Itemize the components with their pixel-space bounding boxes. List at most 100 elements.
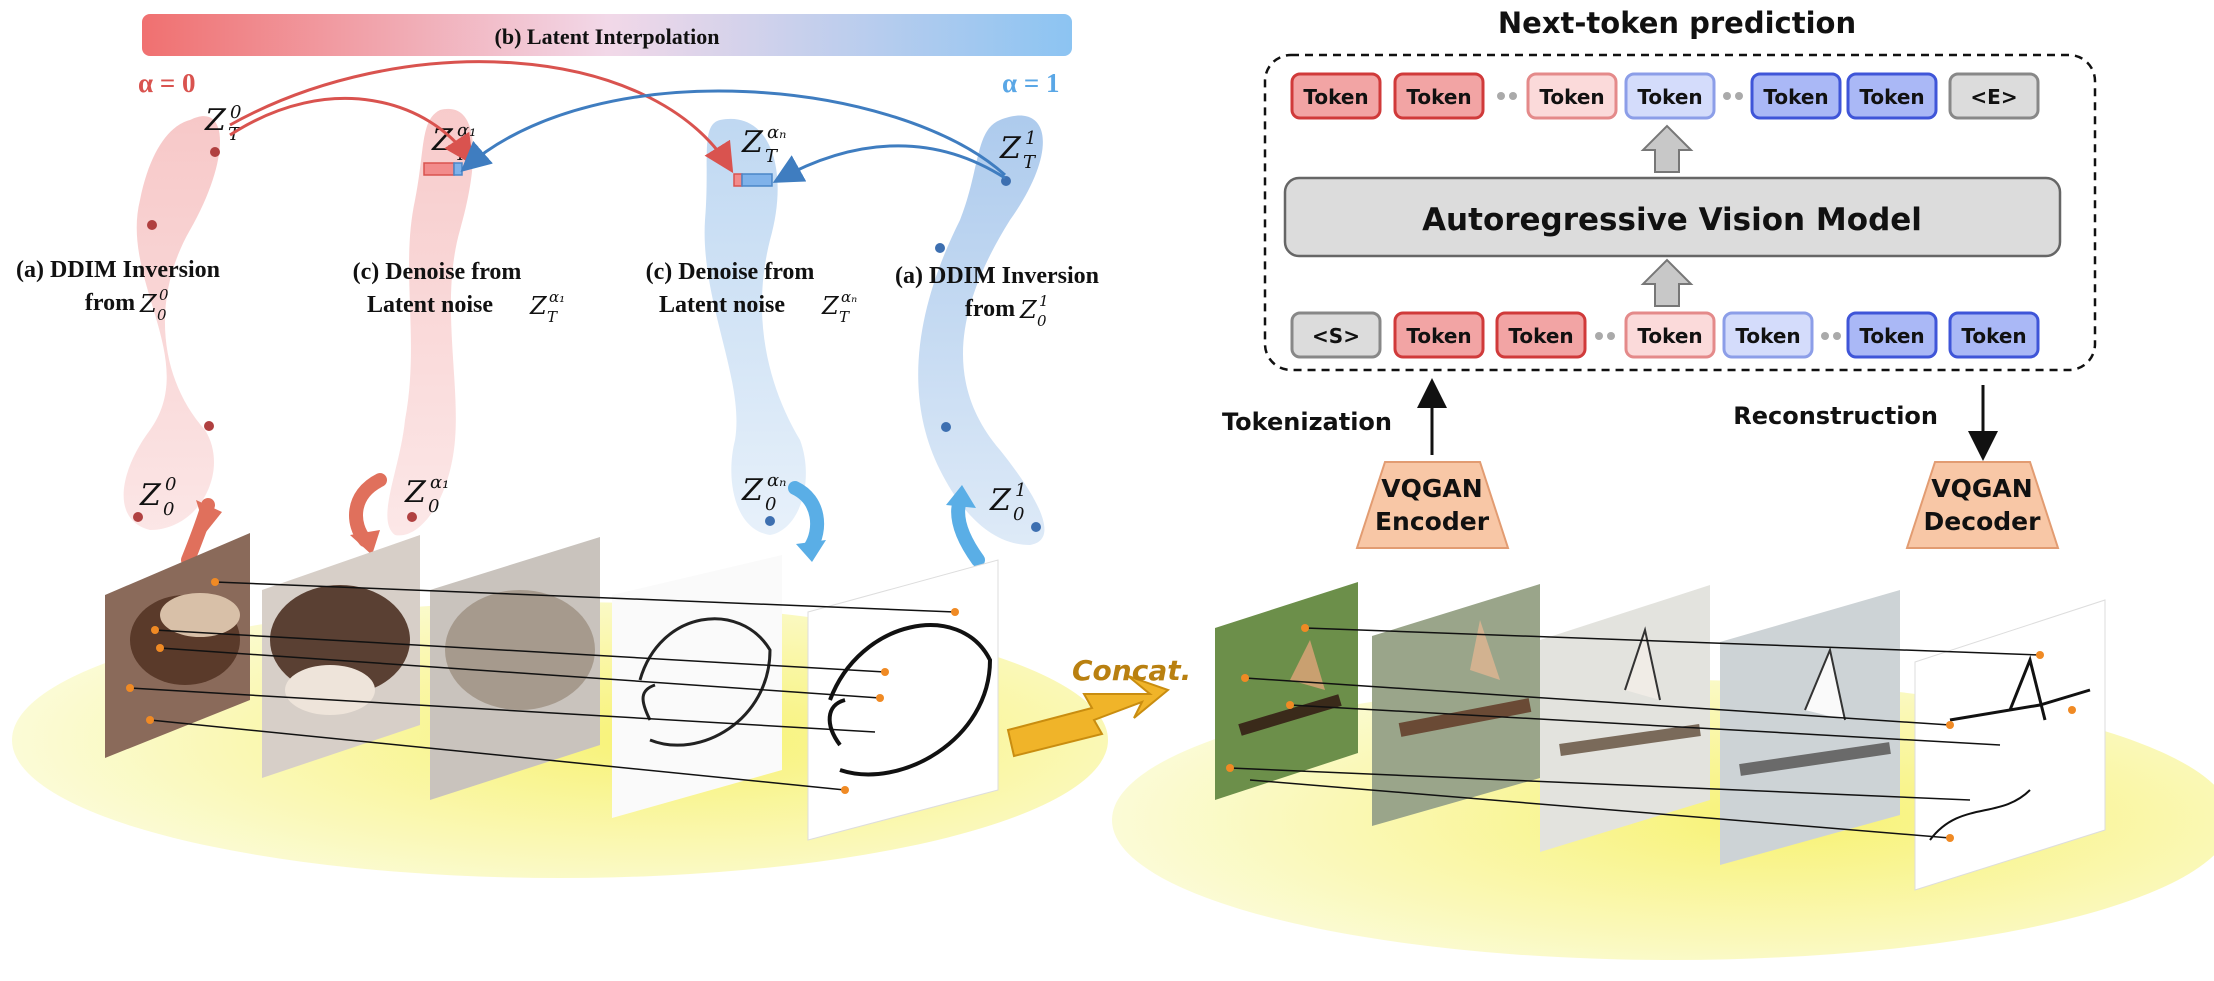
alpha-zero-label: α = 0 <box>138 68 195 98</box>
vqgan-decoder-box <box>1905 461 2060 549</box>
latent-zt-alphan: Z T αₙ <box>741 122 786 167</box>
curved-arrow-down-blue <box>788 481 824 555</box>
svg-text:0: 0 <box>428 496 439 517</box>
arrow-zt0-to-alphan <box>229 60 734 174</box>
output-token-row: Token Token Token Token Token Token <E> <box>1290 72 2040 120</box>
svg-text:Z: Z <box>821 292 840 320</box>
right-image-stack <box>1215 582 2106 891</box>
path-ribbon-inv0 <box>123 116 220 531</box>
path-ribbon-denn <box>704 118 806 535</box>
svg-text:1: 1 <box>1015 480 1026 501</box>
output-token-4: Token <box>1624 72 1716 120</box>
input-token-4: Token <box>1624 311 1716 359</box>
caption-denn-line1: (c) Denoise from <box>646 259 815 285</box>
dog-frame-5 <box>807 559 999 841</box>
caption-inv0-line1: (a) DDIM Inversion <box>16 257 220 283</box>
output-token-label: <E> <box>1970 85 2017 109</box>
input-token-label: Token <box>1961 324 2026 348</box>
svg-text:0: 0 <box>1013 504 1024 525</box>
reconstruction-label: Reconstruction <box>1733 402 1938 430</box>
svg-text:α₁: α₁ <box>457 120 476 141</box>
bird-frame-3 <box>1540 585 1710 852</box>
svg-text:1: 1 <box>1025 128 1036 149</box>
caption-den1-line1: (c) Denoise from <box>353 259 522 285</box>
left-image-stack <box>105 533 999 841</box>
latent-zt1: Z T 1 <box>999 128 1037 173</box>
output-token-label: Token <box>1303 85 1368 109</box>
dog-frame-3 <box>430 537 600 800</box>
input-token-label: Token <box>1637 324 1702 348</box>
latent-interpolation-bar <box>142 14 1072 56</box>
input-token-label: Token <box>1859 324 1924 348</box>
svg-text:T: T <box>1023 152 1037 173</box>
input-token-3: Token <box>1495 311 1587 359</box>
input-token-label: Token <box>1406 324 1471 348</box>
arrow-zt1-to-alphan <box>772 144 1006 183</box>
svg-text:α₁: α₁ <box>549 288 565 306</box>
svg-text:αₙ: αₙ <box>841 288 857 306</box>
input-token-7: Token <box>1948 311 2040 359</box>
ntp-dashed-box <box>1263 53 2097 372</box>
svg-text:0: 0 <box>1037 312 1047 330</box>
input-token-label: Token <box>1508 324 1573 348</box>
vqgan-encoder-box <box>1355 461 1510 549</box>
svg-text:Z: Z <box>404 475 427 510</box>
latent-z0-alphan: Z 0 αₙ <box>741 470 786 515</box>
caption-inv1-line2: from <box>965 296 1015 322</box>
output-token-7: <E> <box>1948 72 2040 120</box>
arrow-up-to-output <box>1640 124 1694 173</box>
dog-frame-2 <box>262 535 420 778</box>
svg-text:αₙ: αₙ <box>767 122 786 143</box>
svg-text:0: 0 <box>159 286 169 304</box>
mix-bar-alphan <box>733 173 773 187</box>
output-token-3: Token <box>1526 72 1618 120</box>
path-ribbon-inv1 <box>918 115 1045 545</box>
curved-arrow-head-down-red <box>350 530 380 555</box>
curved-arrow-head-up-blue <box>946 485 976 508</box>
svg-text:Z: Z <box>989 483 1012 518</box>
arrow-up-to-model <box>1640 258 1694 307</box>
path-dots <box>133 147 1041 532</box>
concat-label: Concat. <box>1072 654 1191 687</box>
svg-text:T: T <box>547 308 558 326</box>
latent-interpolation-title: (b) Latent Interpolation <box>495 24 720 49</box>
svg-text:0: 0 <box>765 494 776 515</box>
output-token-label: Token <box>1539 85 1604 109</box>
input-token-2: Token <box>1393 311 1485 359</box>
input-token-1: <S> <box>1290 311 1382 359</box>
autoregressive-model-label: Autoregressive Vision Model <box>1422 202 1922 238</box>
vqgan-encoder-line1: VQGAN <box>1381 474 1482 503</box>
svg-text:0: 0 <box>165 474 176 495</box>
svg-text:Z: Z <box>139 290 158 318</box>
curved-arrow-head-up-red <box>196 500 222 532</box>
arrow-zt0-to-alpha1 <box>229 96 474 165</box>
svg-text:1: 1 <box>1039 292 1049 310</box>
svg-text:Z: Z <box>431 123 454 158</box>
svg-text:α₁: α₁ <box>430 472 449 493</box>
input-token-5: Token <box>1722 311 1814 359</box>
output-token-6: Token <box>1846 72 1938 120</box>
svg-text:Z: Z <box>741 125 764 160</box>
svg-text:0: 0 <box>157 306 167 324</box>
bird-frame-4 <box>1720 590 1900 865</box>
autoregressive-model-box <box>1283 176 2062 258</box>
input-token-label: <S> <box>1312 324 1360 348</box>
caption-denn-line2: Latent noise <box>659 292 785 318</box>
output-token-label: Token <box>1763 85 1828 109</box>
caption-den1-line2: Latent noise <box>367 292 493 318</box>
token-ellipsis-dots <box>1497 92 1841 340</box>
latent-z0-alpha1: Z 0 α₁ <box>404 472 449 517</box>
bird-frame-5 <box>1914 599 2106 891</box>
output-token-1: Token <box>1290 72 1382 120</box>
vqgan-decoder-line1: VQGAN <box>1931 474 2032 503</box>
svg-text:Z: Z <box>204 103 227 138</box>
output-token-2: Token <box>1393 72 1485 120</box>
output-token-5: Token <box>1750 72 1842 120</box>
vqgan-decoder-line2: Decoder <box>1924 507 2042 536</box>
input-token-row: <S> Token Token Token Token Token Token <box>1290 311 2040 359</box>
latent-z01: Z 0 1 <box>989 480 1026 525</box>
